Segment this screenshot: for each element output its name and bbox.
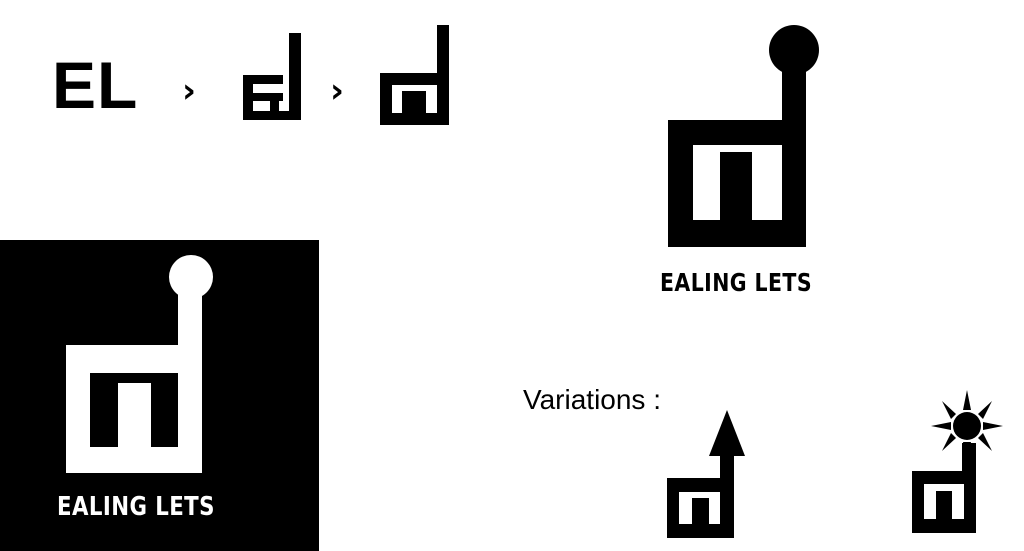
- evolution-arrow-1: ›: [182, 71, 197, 111]
- inverted-logo-wordmark: EALING LETS: [57, 492, 215, 522]
- main-logo-mark: [668, 25, 819, 247]
- variations-label: Variations :: [523, 384, 661, 415]
- sun-variation-mark: [912, 390, 1003, 533]
- arrow-variation-mark: [667, 410, 745, 538]
- final-mark-small: [380, 25, 449, 125]
- el-letters: EL: [52, 48, 139, 122]
- main-logo-wordmark: EALING LETS: [660, 268, 813, 297]
- inverted-logo-panel: [0, 240, 319, 551]
- el-combined-mark: [243, 33, 301, 120]
- evolution-arrow-2: ›: [330, 71, 345, 111]
- inverted-logo-mark: [66, 255, 213, 473]
